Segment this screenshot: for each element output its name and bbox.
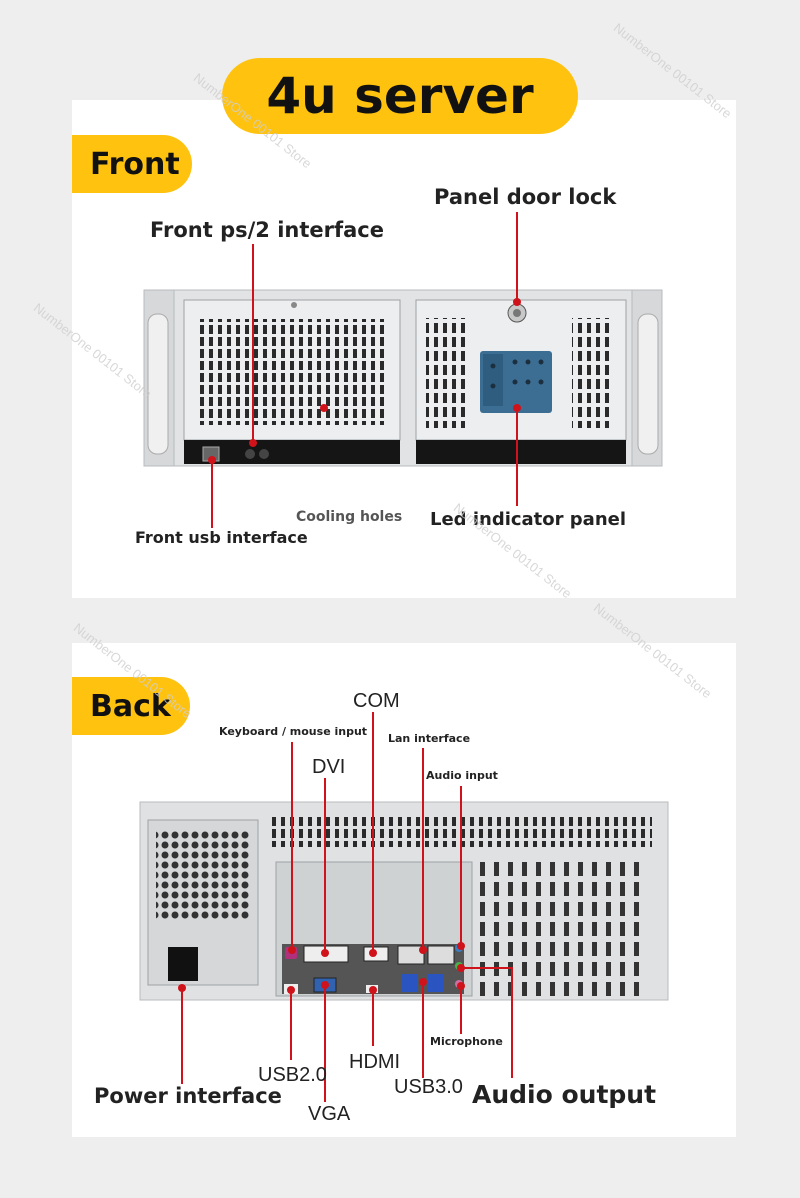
- label-power-interface: Power interface: [94, 1084, 282, 1108]
- back-chassis: [139, 801, 669, 1001]
- front-section-tab: Front: [72, 135, 192, 193]
- label-lan-interface: Lan interface: [388, 732, 471, 745]
- label-com: COM: [353, 690, 400, 712]
- label-front-usb: Front usb interface: [135, 528, 308, 547]
- label-vga: VGA: [308, 1103, 351, 1125]
- label-audio-output: Audio output: [472, 1080, 657, 1109]
- led-indicator-panel: [480, 351, 552, 413]
- label-microphone: Microphone: [430, 1035, 503, 1048]
- label-front-ps2: Front ps/2 interface: [150, 218, 384, 242]
- label-usb30: USB3.0: [394, 1076, 463, 1098]
- label-hdmi: HDMI: [349, 1051, 401, 1073]
- label-keyboard-mouse: Keyboard / mouse input: [219, 725, 368, 738]
- label-dvi: DVI: [312, 756, 346, 778]
- label-led-indicator-panel: Led indicator panel: [430, 509, 627, 530]
- label-audio-input: Audio input: [426, 769, 498, 782]
- label-panel-door-lock: Panel door lock: [434, 185, 617, 209]
- label-usb20: USB2.0: [258, 1064, 327, 1086]
- front-chassis: [143, 289, 663, 467]
- label-cooling-holes: Cooling holes: [296, 509, 403, 525]
- page-title: 4u server: [222, 58, 578, 134]
- back-section-tab: Back: [72, 677, 190, 735]
